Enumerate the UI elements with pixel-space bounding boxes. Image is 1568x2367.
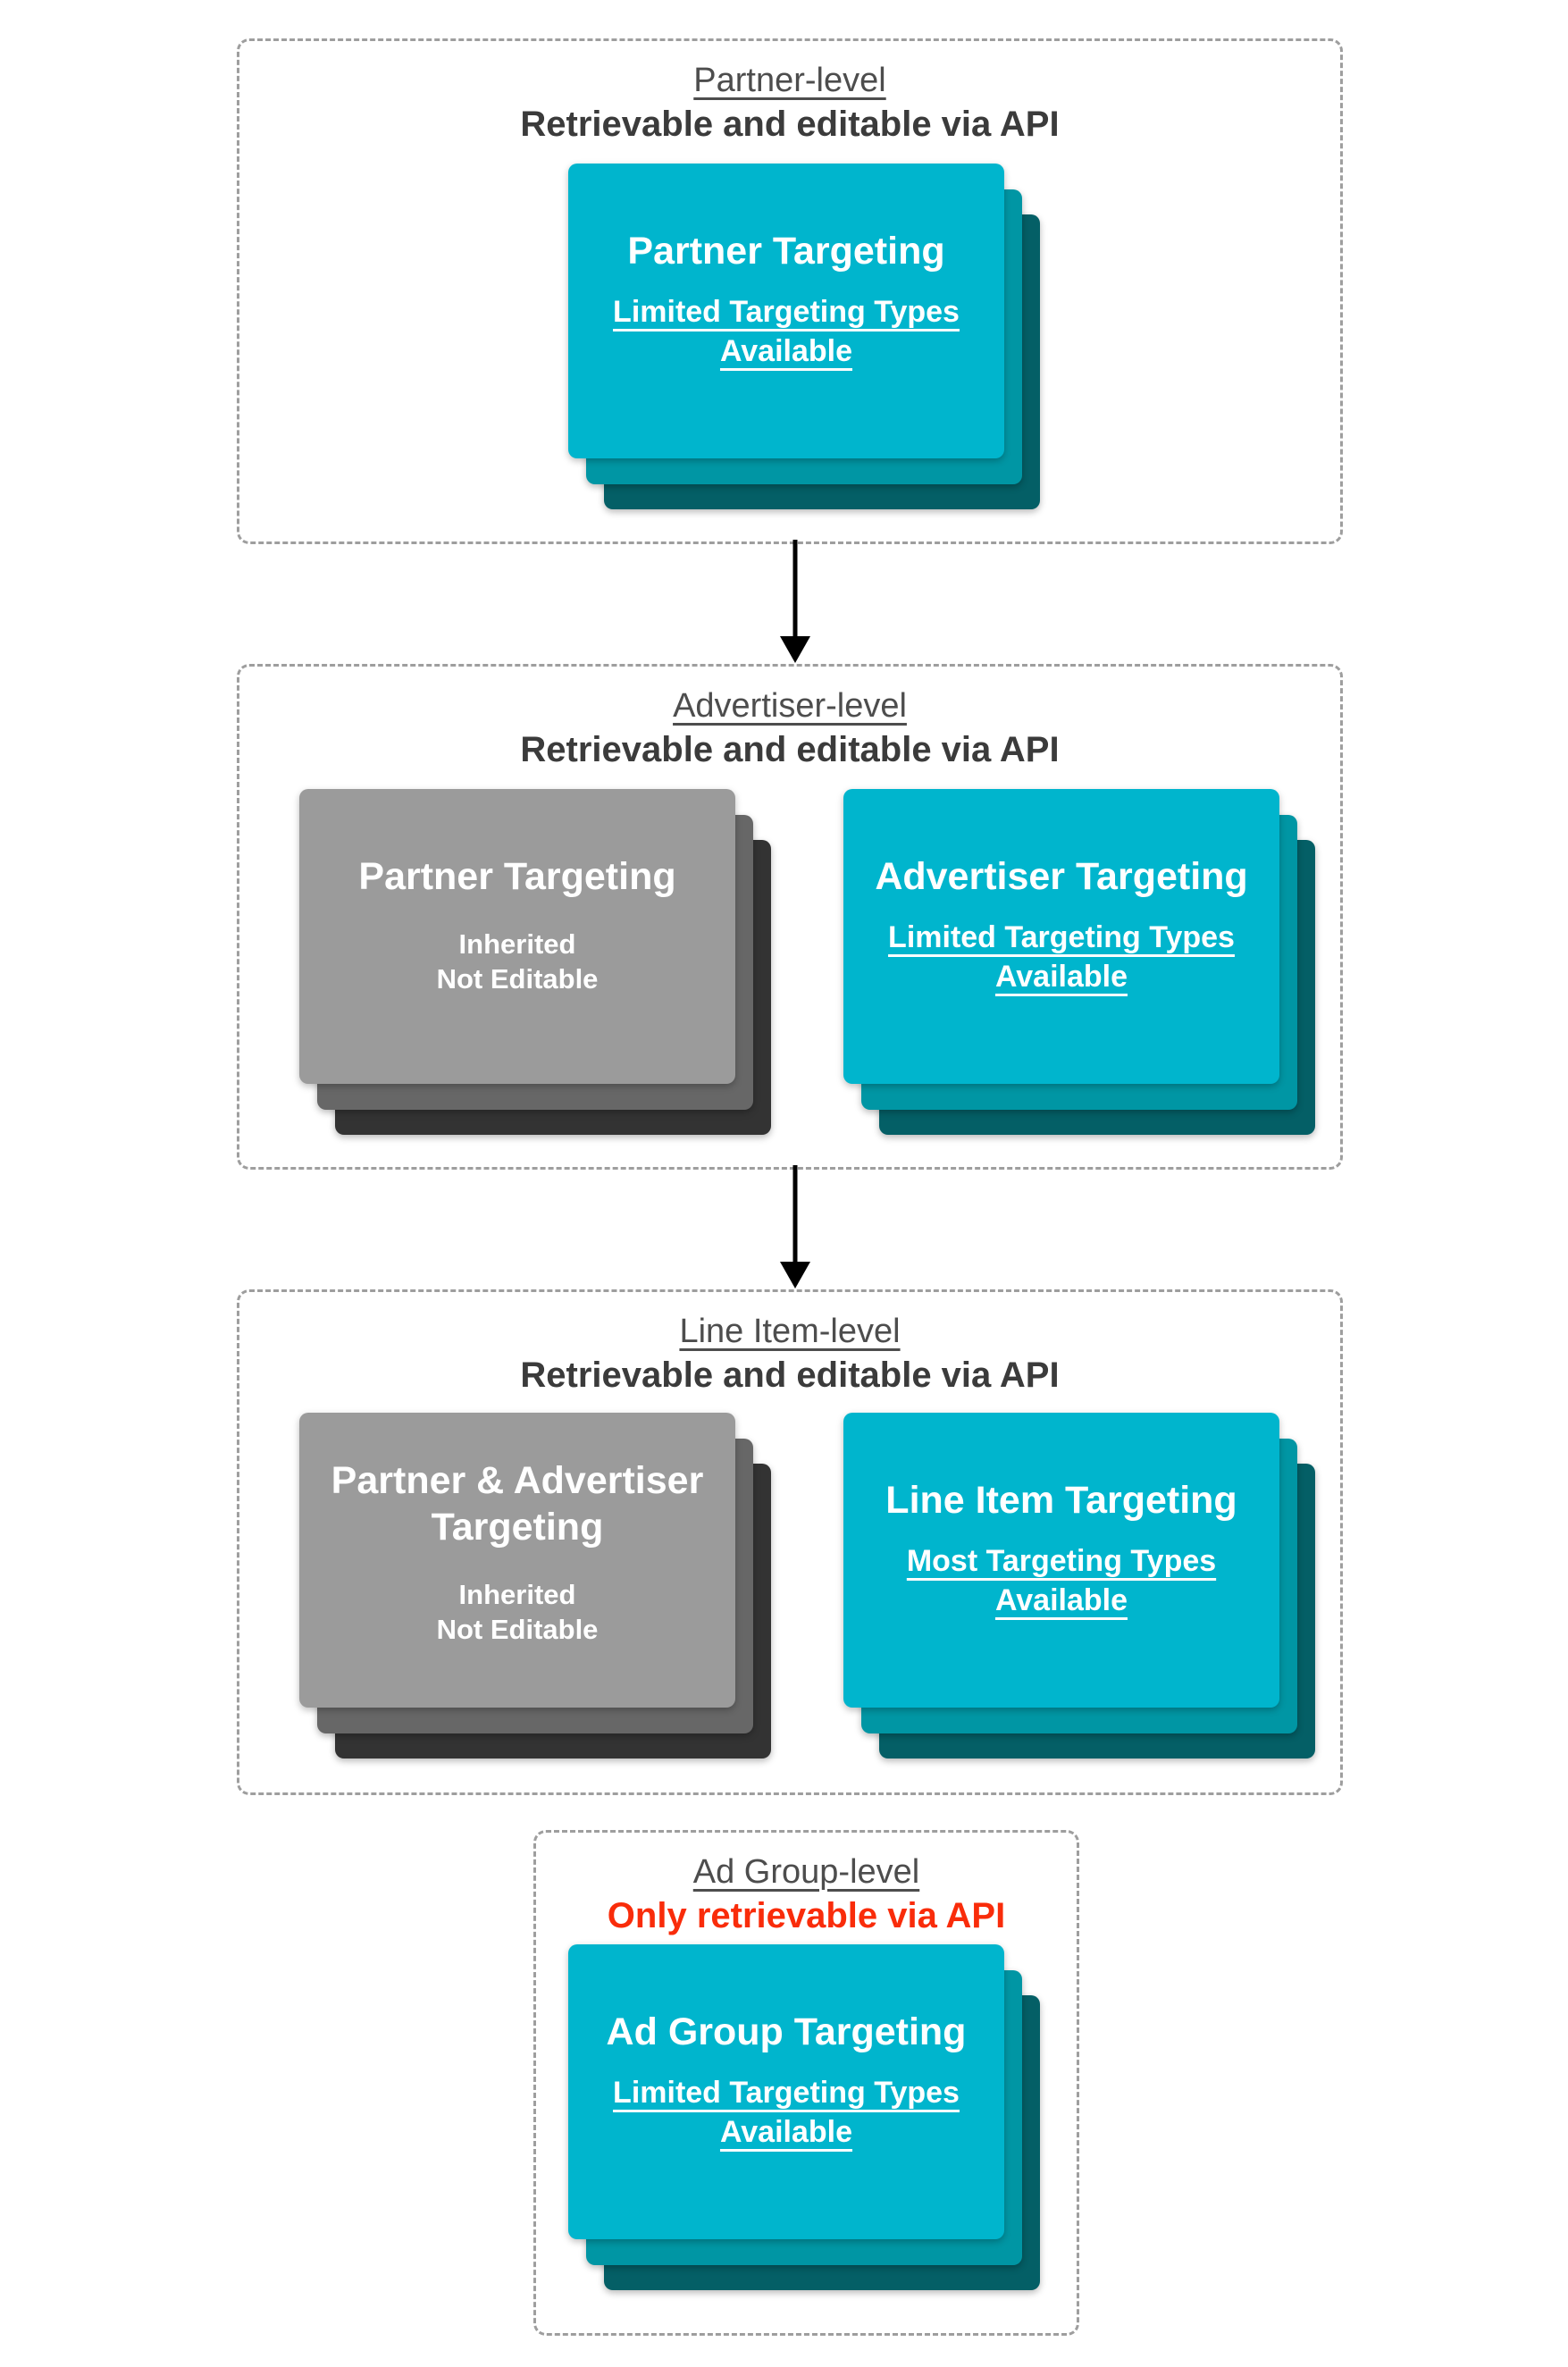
card-stack-advertiser-targeting: Advertiser Targeting Limited Targeting T…: [843, 789, 1315, 1135]
card-subtitle-line: Most Targeting Types: [906, 1544, 1217, 1578]
section-header: Line Item-level Retrievable and editable…: [239, 1310, 1340, 1398]
card-subtitle-line: Available: [994, 960, 1128, 994]
card-title-line: Advertiser Targeting: [875, 855, 1248, 898]
card-subtitle-line: Not Editable: [436, 963, 599, 995]
card-stack-partner-advertiser-targeting: Partner & Advertiser Targeting Inherited…: [299, 1413, 771, 1758]
card-subtitle: Limited Targeting Types Available: [613, 292, 960, 371]
card-title: Partner & Advertiser Targeting: [331, 1457, 704, 1550]
card-title: Partner Targeting: [627, 228, 944, 274]
section-title: Line Item-level: [679, 1313, 901, 1350]
card-subtitle-line: Available: [719, 334, 853, 368]
section-ad-group-level: Ad Group-level Only retrievable via API …: [533, 1830, 1079, 2336]
section-subtitle-alert: Only retrievable via API: [607, 1896, 1006, 1935]
card-title-line: Line Item Targeting: [885, 1479, 1237, 1522]
arrow-head: [780, 636, 810, 663]
section-subtitle: Retrievable and editable via API: [520, 105, 1060, 144]
card-subtitle-line: Available: [719, 2115, 853, 2149]
card-title-line: Ad Group Targeting: [606, 2010, 967, 2053]
card-subtitle: Inherited Not Editable: [437, 1577, 599, 1647]
card-title: Ad Group Targeting: [607, 2009, 967, 2055]
card-subtitle-line: Limited Targeting Types: [613, 295, 960, 329]
card-ad-group-targeting: Ad Group Targeting Limited Targeting Typ…: [568, 1944, 1004, 2239]
card-subtitle: Limited Targeting Types Available: [888, 918, 1235, 996]
down-arrow-icon: [779, 1165, 811, 1288]
section-advertiser-level: Advertiser-level Retrievable and editabl…: [237, 664, 1343, 1170]
card-subtitle-line: Inherited: [458, 1579, 576, 1610]
arrow-shaft: [792, 1165, 798, 1263]
card-title-line: Targeting: [431, 1506, 604, 1549]
card-subtitle-line: Limited Targeting Types: [613, 2076, 960, 2110]
arrow-head: [780, 1262, 810, 1288]
card-stack-ad-group-targeting: Ad Group Targeting Limited Targeting Typ…: [568, 1944, 1040, 2290]
section-header: Advertiser-level Retrievable and editabl…: [239, 684, 1340, 772]
down-arrow-icon: [779, 540, 811, 663]
section-partner-level: Partner-level Retrievable and editable v…: [237, 38, 1343, 544]
section-subtitle: Retrievable and editable via API: [520, 730, 1060, 769]
section-header: Partner-level Retrievable and editable v…: [239, 59, 1340, 147]
card-stack-line-item-targeting: Line Item Targeting Most Targeting Types…: [843, 1413, 1315, 1758]
card-title: Line Item Targeting: [885, 1477, 1237, 1523]
card-subtitle: Most Targeting Types Available: [907, 1541, 1216, 1620]
card-title: Advertiser Targeting: [875, 853, 1247, 900]
section-line-item-level: Line Item-level Retrievable and editable…: [237, 1289, 1343, 1795]
section-header: Ad Group-level Only retrievable via API: [536, 1851, 1077, 1938]
card-subtitle: Limited Targeting Types Available: [613, 2073, 960, 2152]
card-advertiser-targeting: Advertiser Targeting Limited Targeting T…: [843, 789, 1279, 1084]
section-title: Partner-level: [693, 62, 886, 99]
card-partner-targeting: Partner Targeting Limited Targeting Type…: [568, 164, 1004, 458]
card-title: Partner Targeting: [358, 853, 675, 900]
card-subtitle-line: Inherited: [458, 928, 576, 960]
card-subtitle-line: Limited Targeting Types: [888, 920, 1235, 954]
card-stack-partner-targeting: Partner Targeting Limited Targeting Type…: [568, 164, 1040, 509]
card-title-line: Partner Targeting: [627, 230, 945, 273]
card-subtitle: Inherited Not Editable: [437, 927, 599, 996]
card-partner-advertiser-targeting: Partner & Advertiser Targeting Inherited…: [299, 1413, 735, 1708]
section-subtitle: Retrievable and editable via API: [520, 1356, 1060, 1395]
card-stack-partner-targeting-inherited: Partner Targeting Inherited Not Editable: [299, 789, 771, 1135]
card-title-line: Partner & Advertiser: [331, 1459, 704, 1502]
arrow-shaft: [792, 540, 798, 638]
card-line-item-targeting: Line Item Targeting Most Targeting Types…: [843, 1413, 1279, 1708]
section-title: Advertiser-level: [673, 687, 907, 725]
section-title: Ad Group-level: [692, 1853, 920, 1891]
card-subtitle-line: Not Editable: [436, 1614, 599, 1645]
card-title-line: Partner Targeting: [358, 855, 676, 898]
card-subtitle-line: Available: [994, 1583, 1128, 1617]
card-partner-targeting-inherited: Partner Targeting Inherited Not Editable: [299, 789, 735, 1084]
